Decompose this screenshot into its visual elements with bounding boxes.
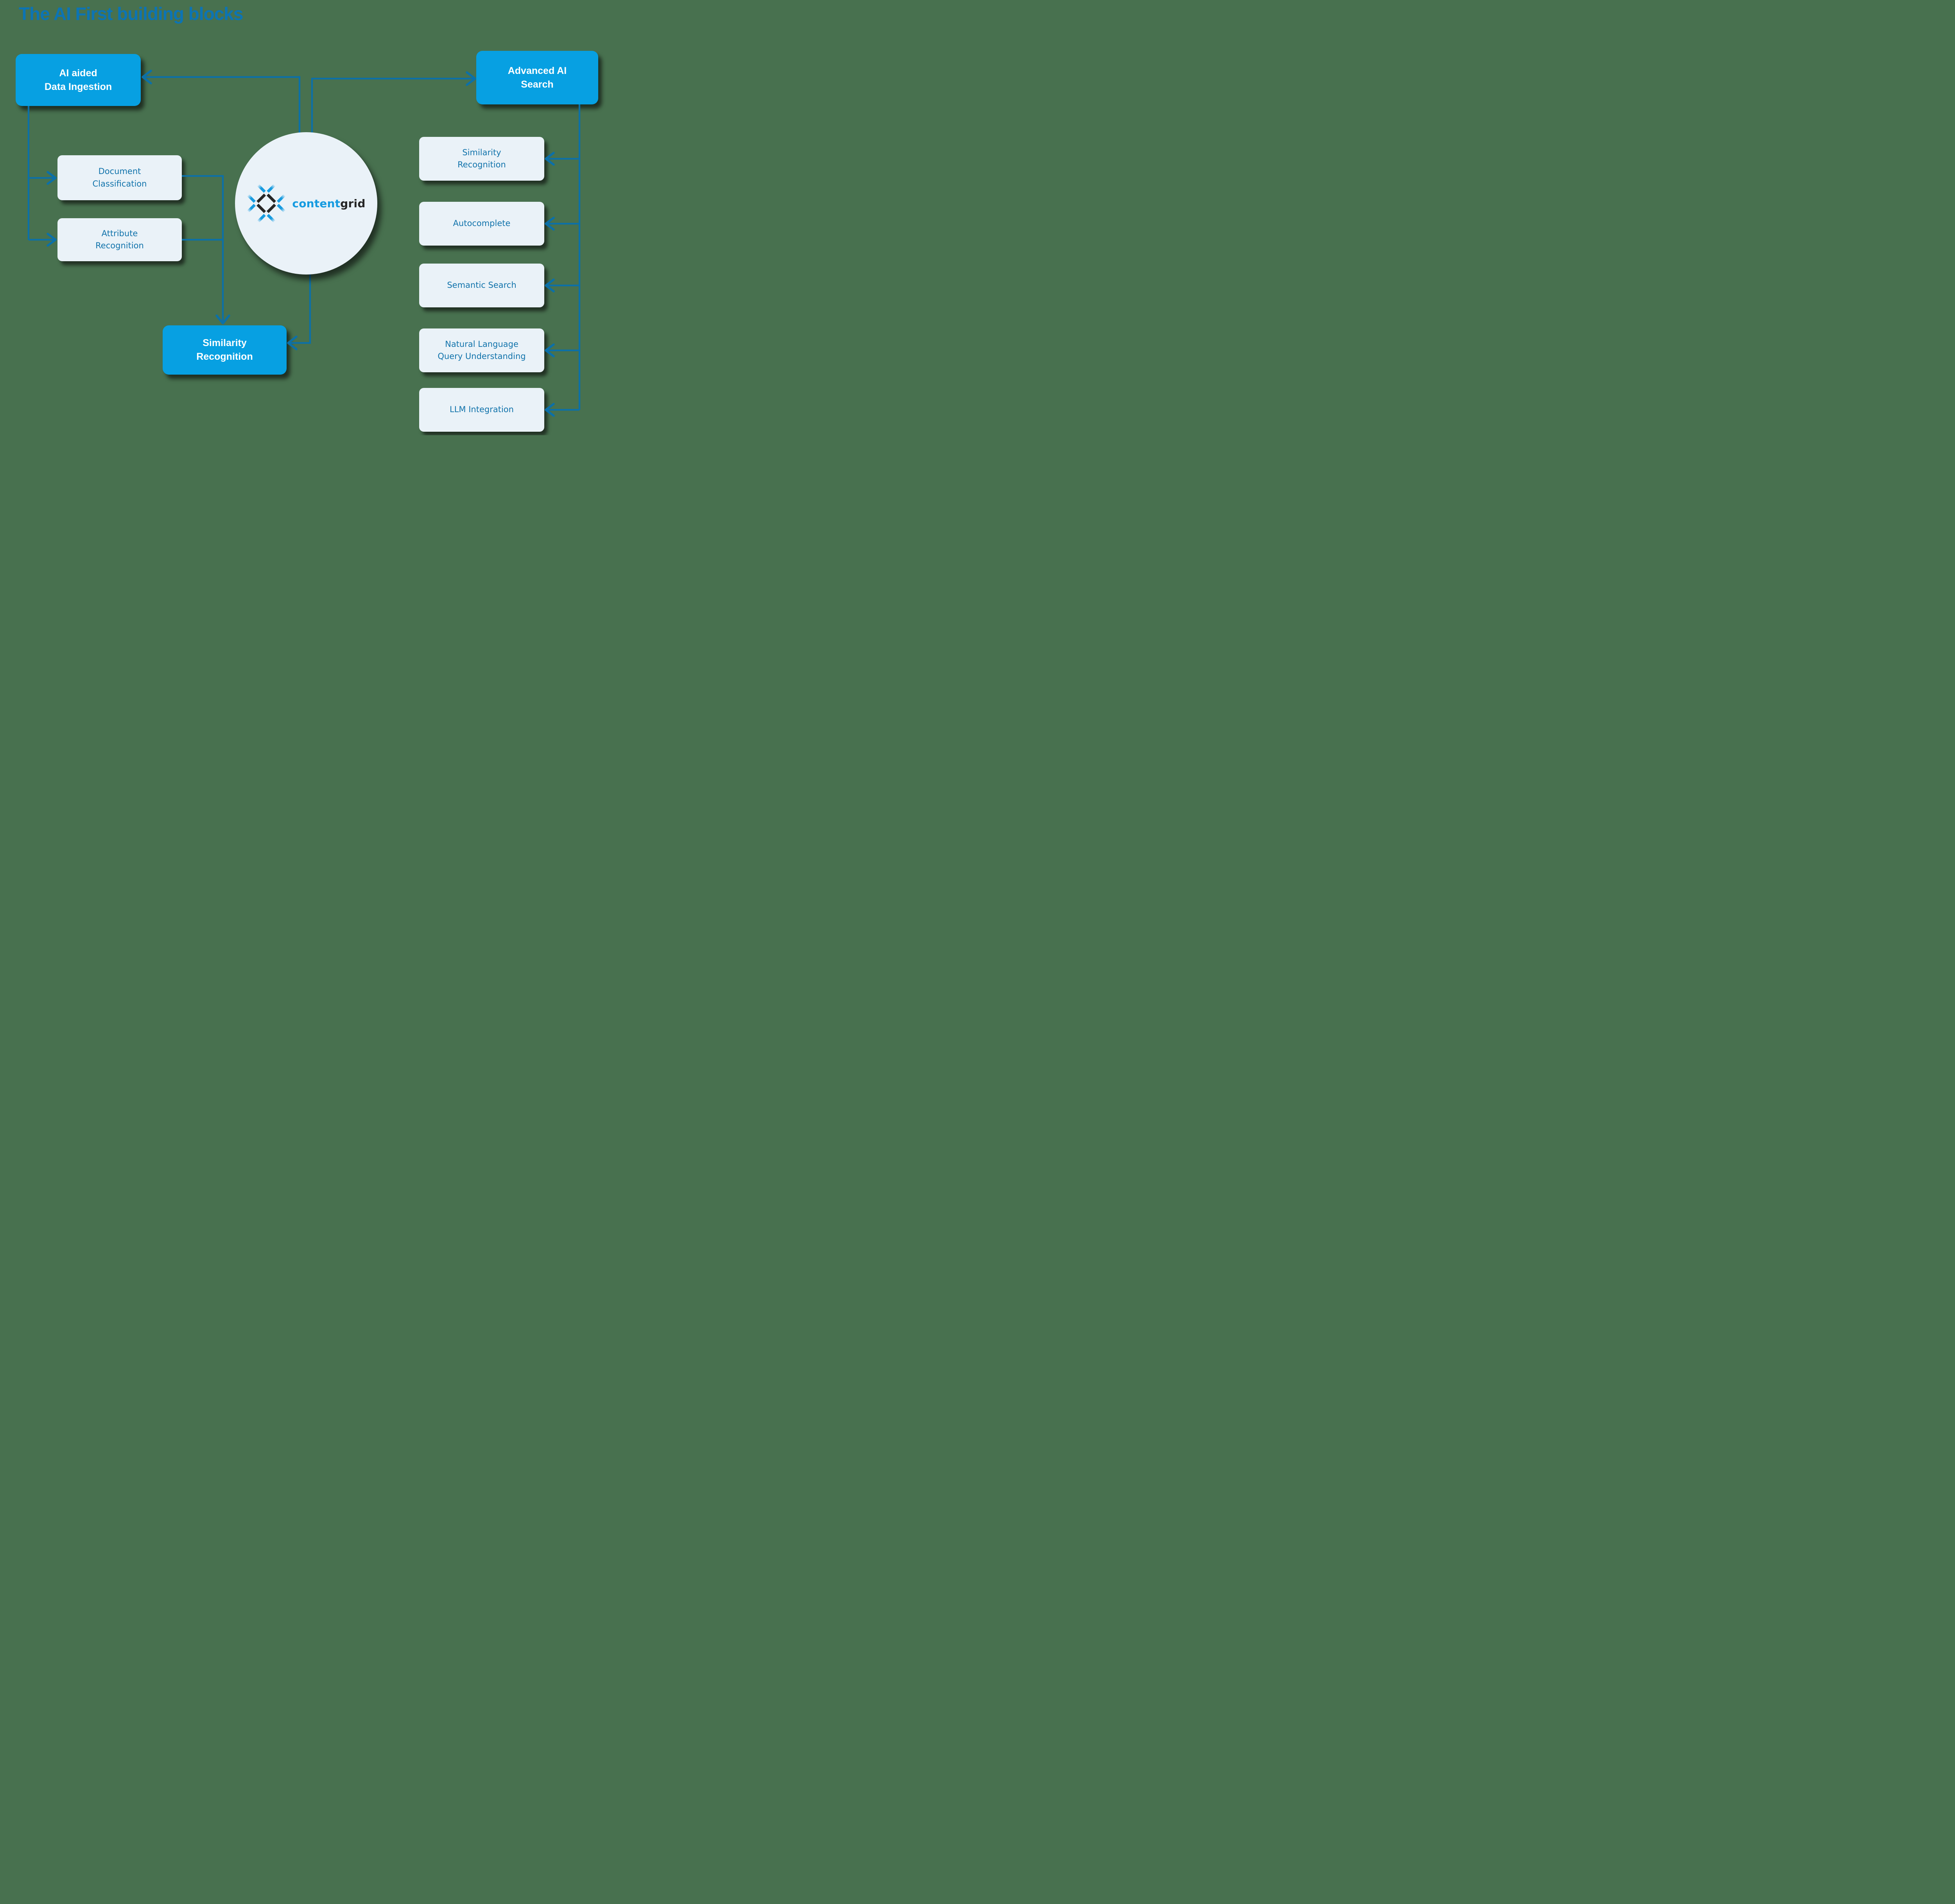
connector-hub-to-similarity <box>287 274 311 350</box>
node-advanced-ai-search: Advanced AI Search <box>476 51 598 104</box>
brand-word-content: content <box>292 197 341 210</box>
arrowhead-left-icon <box>545 152 555 166</box>
brand-wordmark: contentgrid <box>292 197 365 210</box>
arrowhead-right-icon <box>466 71 476 86</box>
connector-ingestion-to-left-items <box>27 106 57 247</box>
hub-circle: contentgrid <box>235 132 377 275</box>
arrowhead-left-icon <box>545 278 555 293</box>
node-similarity-recognition-right: Similarity Recognition <box>419 137 544 181</box>
connector-advanced-search-rail <box>545 104 581 417</box>
node-similarity-recognition-main: Similarity Recognition <box>163 325 287 375</box>
connector-hub-to-advanced-search <box>311 71 476 135</box>
arrowhead-down-icon <box>215 314 230 325</box>
arrowhead-left-icon <box>287 336 298 350</box>
node-autocomplete: Autocomplete <box>419 202 544 246</box>
connector-hub-to-ingestion <box>142 70 301 135</box>
node-attribute-recognition: Attribute Recognition <box>57 218 182 261</box>
node-natural-language-query-understanding: Natural Language Query Understanding <box>419 328 544 372</box>
node-semantic-search: Semantic Search <box>419 264 544 307</box>
brand-word-grid: grid <box>340 197 366 210</box>
contentgrid-logo-icon <box>247 184 286 223</box>
arrowhead-right-icon <box>47 233 57 247</box>
arrowhead-left-icon <box>545 403 555 417</box>
arrowhead-right-icon <box>47 171 57 185</box>
node-ai-aided-data-ingestion: AI aided Data Ingestion <box>16 54 141 106</box>
node-document-classification: Document Classification <box>57 155 182 200</box>
arrowhead-left-icon <box>142 70 152 84</box>
arrowhead-left-icon <box>545 343 555 357</box>
arrowhead-left-icon <box>545 217 555 231</box>
diagram-canvas: The AI First building blocks AI aided Da… <box>0 0 613 435</box>
page-title: The AI First building blocks <box>19 4 243 24</box>
connector-left-items-to-similarity <box>182 175 230 325</box>
node-llm-integration: LLM Integration <box>419 388 544 432</box>
